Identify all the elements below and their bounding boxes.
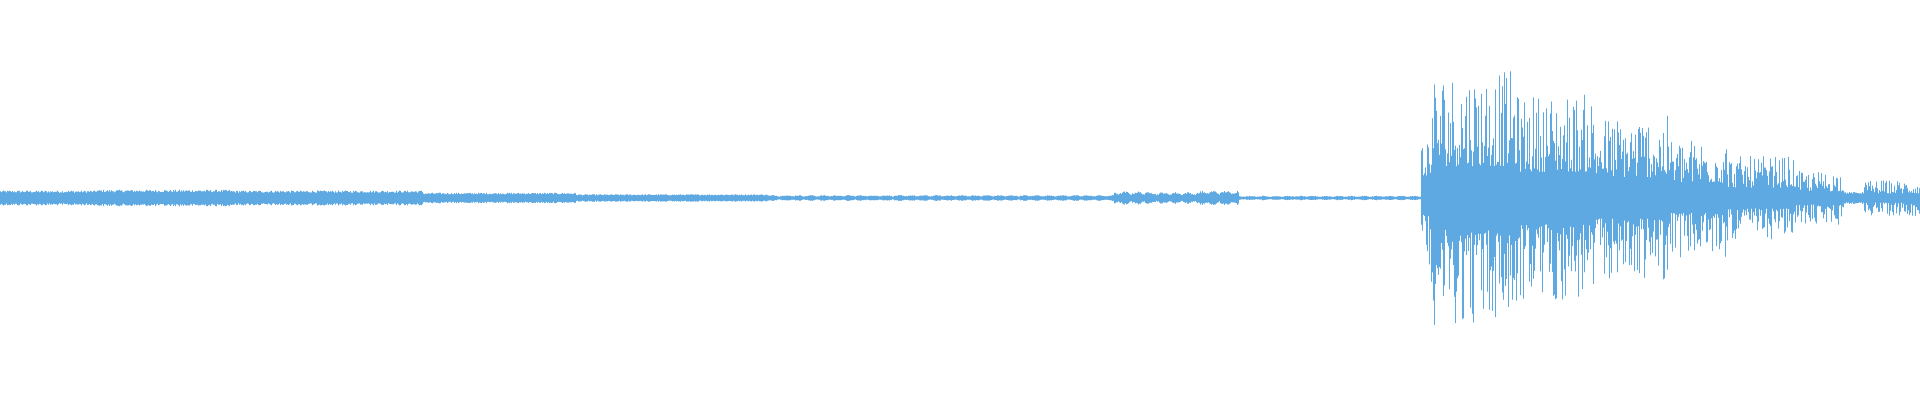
audio-waveform — [0, 71, 1920, 325]
waveform-graphic — [0, 71, 1920, 325]
